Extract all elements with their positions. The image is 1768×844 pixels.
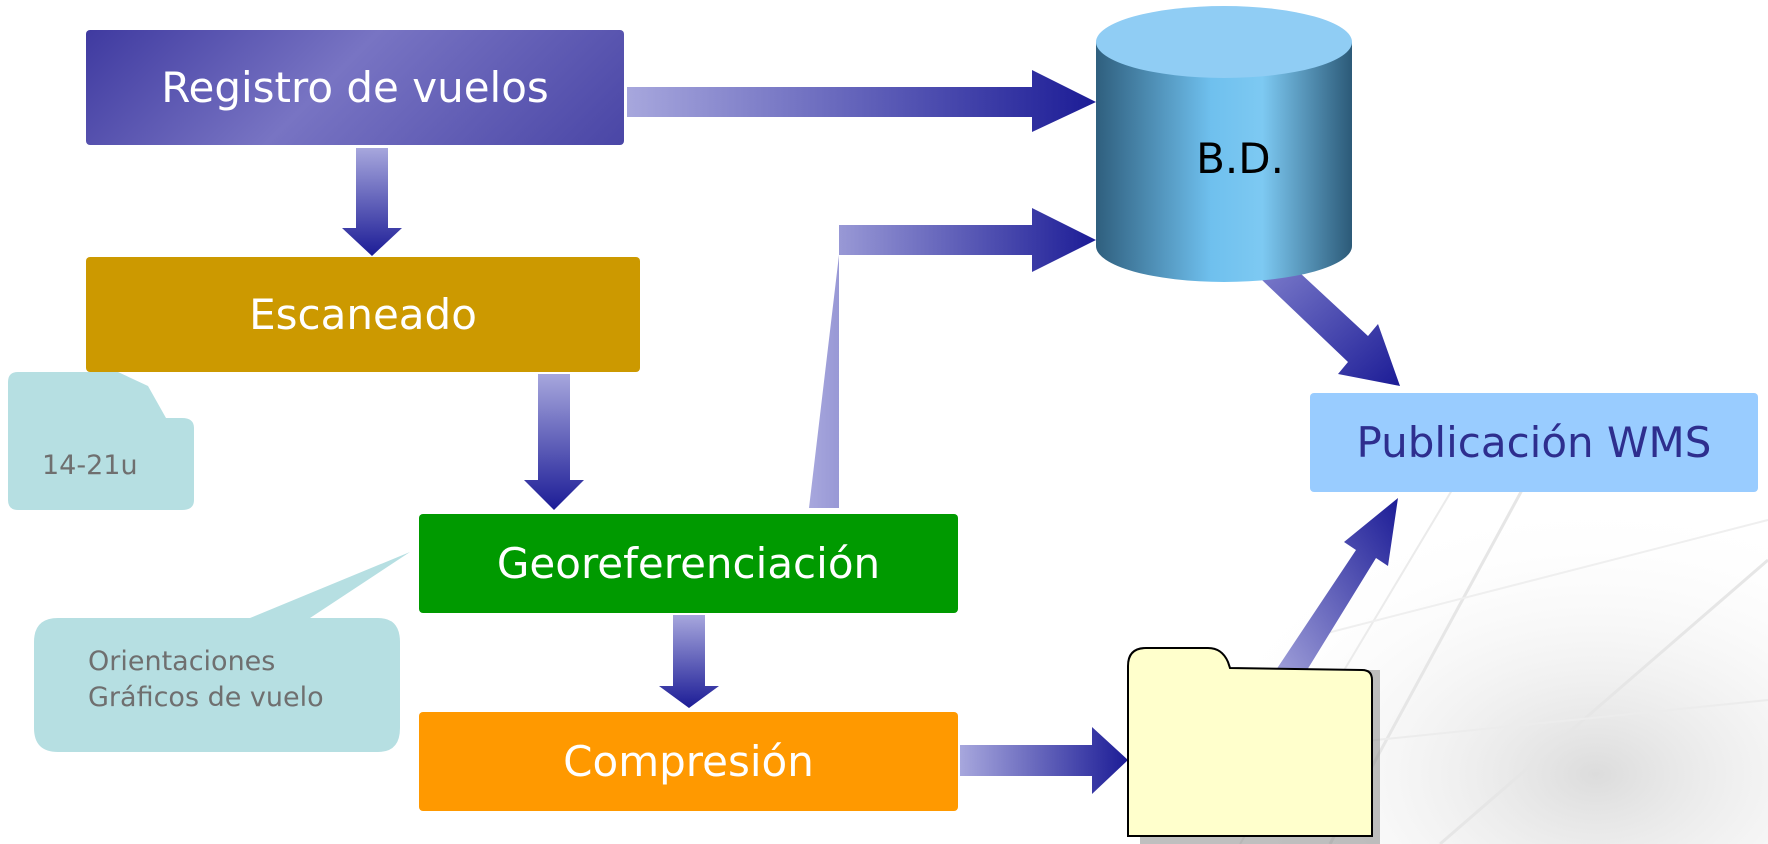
- node-compresion-label: Compresión: [563, 737, 814, 786]
- node-compresion: Compresión: [419, 712, 958, 811]
- arrow-registro-to-bd: [627, 70, 1096, 132]
- arrow-folder-to-wms: [1272, 498, 1398, 688]
- arrow-georef-to-compresion: [659, 615, 719, 708]
- callout-escaneado-label: 14-21u: [42, 450, 138, 481]
- callout-georeferenciacion: [34, 552, 410, 752]
- node-escaneado: Escaneado: [86, 257, 640, 372]
- arrow-georef-to-bd: [809, 208, 1096, 508]
- callout-georef-line1: Orientaciones: [88, 646, 276, 677]
- arrow-registro-to-escaneado: [342, 148, 402, 256]
- node-wms-label: Publicación WMS: [1356, 418, 1712, 467]
- arrow-bd-to-wms: [1262, 260, 1400, 386]
- node-bd-label-wrap: B.D.: [1160, 128, 1320, 188]
- node-registro-label: Registro de vuelos: [161, 63, 549, 112]
- folder-icon: [1127, 647, 1380, 844]
- callout-escaneado: [8, 372, 194, 510]
- callout-escaneado-text: 14-21u: [42, 448, 138, 484]
- node-escaneado-label: Escaneado: [249, 290, 477, 339]
- database-icon: [1096, 6, 1352, 282]
- node-bd-label: B.D.: [1196, 133, 1284, 183]
- node-georef-label: Georeferenciación: [496, 539, 881, 588]
- callout-georef-text: Orientaciones Gráficos de vuelo: [88, 644, 324, 716]
- node-registro-de-vuelos: Registro de vuelos: [86, 30, 624, 145]
- callout-georef-line2: Gráficos de vuelo: [88, 682, 324, 713]
- arrow-escaneado-to-georef: [524, 374, 584, 510]
- node-georeferenciacion: Georeferenciación: [419, 514, 958, 613]
- arrow-compresion-to-folder: [960, 727, 1128, 794]
- node-publicacion-wms: Publicación WMS: [1310, 393, 1758, 492]
